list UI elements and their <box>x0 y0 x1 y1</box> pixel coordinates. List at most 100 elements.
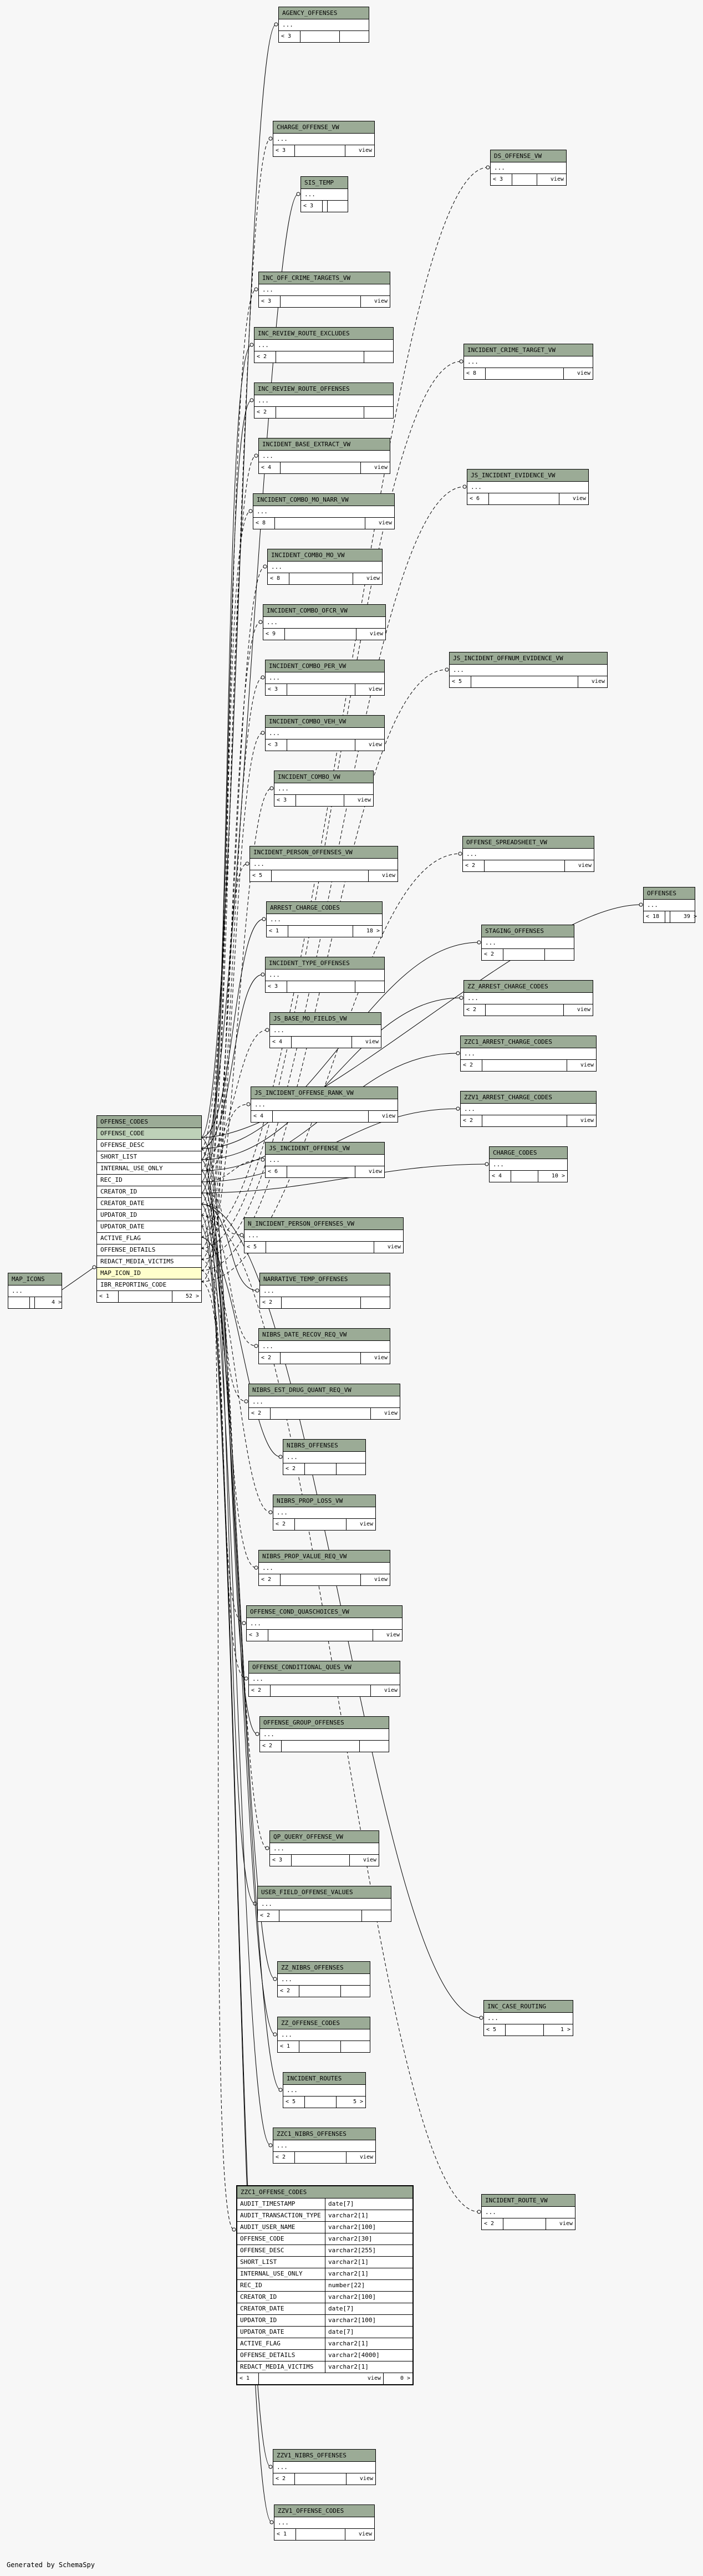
table-type <box>287 684 355 695</box>
relationship-line <box>200 997 462 1160</box>
relationship-line <box>200 863 248 1282</box>
relationship-end <box>268 2465 273 2469</box>
column-row: ... <box>260 1729 389 1741</box>
table-type <box>289 573 353 584</box>
table-footer: < 3 <box>279 31 369 42</box>
parent-count: < 1 <box>278 2041 299 2052</box>
column-name: CREATOR_DATE <box>237 2303 325 2315</box>
relationship-end <box>477 2210 481 2214</box>
column-type: varchar2[30] <box>325 2233 412 2245</box>
parent-count: < 2 <box>249 1408 271 1419</box>
relationship-line <box>200 289 257 1171</box>
relationship-line <box>200 1226 272 2523</box>
table-name: ZZV1_OFFENSE_CODES <box>274 2505 374 2517</box>
table-narrative-temp-offenses[interactable]: NARRATIVE_TEMP_OFFENSES...< 2 <box>259 1273 390 1309</box>
table-type <box>299 2041 341 2052</box>
relationship-end <box>92 1265 96 1269</box>
column-row: ... <box>250 859 398 870</box>
table-nibrs-offenses[interactable]: NIBRS_OFFENSES...< 2 <box>283 1439 366 1475</box>
table-inc-review-route-excludes[interactable]: INC_REVIEW_ROUTE_EXCLUDES...< 2 <box>254 327 394 363</box>
table-name: INCIDENT_CRIME_TARGET_VW <box>464 344 593 356</box>
column-row: ... <box>467 482 588 493</box>
table-name: INCIDENT_ROUTES <box>283 2073 365 2085</box>
table-sis-temp[interactable]: SIS_TEMP...< 3 <box>300 176 348 212</box>
column-row: ... <box>273 2462 375 2473</box>
table-type <box>285 629 356 640</box>
relationship-line <box>200 677 263 1249</box>
relationship-end <box>458 851 462 856</box>
table-type <box>272 870 369 881</box>
column-row: ... <box>283 1452 365 1463</box>
parent-count: < 2 <box>463 860 485 871</box>
column-row: ... <box>464 356 593 368</box>
table-zz-offense-codes[interactable]: ZZ_OFFENSE_CODES...< 1 <box>277 2017 370 2053</box>
relationship-end <box>485 1162 489 1166</box>
table-footer: < 2 <box>283 1463 365 1475</box>
parent-count: < 5 <box>484 2024 506 2036</box>
table-footer: < 2 <box>278 1986 370 1997</box>
table-user-field-offense-values[interactable]: USER_FIELD_OFFENSE_VALUES...< 2 <box>257 1886 391 1922</box>
table-type <box>295 145 345 156</box>
column-row: OFFENSE_CODE <box>97 1128 201 1140</box>
table-offense-group-offenses[interactable]: OFFENSE_GROUP_OFFENSES...< 2 <box>259 1716 389 1752</box>
table-agency-offenses[interactable]: AGENCY_OFFENSES...< 3 <box>278 7 369 43</box>
table-map-icons[interactable]: MAP_ICONS...4 > <box>8 1273 62 1309</box>
child-count: view <box>369 631 383 637</box>
table-zz-nibrs-offenses[interactable]: ZZ_NIBRS_OFFENSES...< 2 <box>277 1961 370 1997</box>
column-name: SHORT_LIST <box>237 2257 325 2268</box>
relationship-line <box>200 1159 256 1904</box>
table-inc-review-route-offenses[interactable]: INC_REVIEW_ROUTE_OFFENSES...< 2 <box>254 382 394 419</box>
table-name: ZZC1_ARREST_CHARGE_CODES <box>461 1036 596 1048</box>
relationship-end <box>268 1510 273 1514</box>
child-count: view <box>359 1521 373 1527</box>
table-name: USER_FIELD_OFFENSE_VALUES <box>258 1886 391 1899</box>
table-incident-type-offenses[interactable]: INCIDENT_TYPE_OFFENSES...< 3 <box>265 957 385 993</box>
table-staging-offenses[interactable]: STAGING_OFFENSES...< 2 <box>481 925 574 961</box>
table-name: INCIDENT_COMBO_MO_NARR_VW <box>253 494 394 506</box>
